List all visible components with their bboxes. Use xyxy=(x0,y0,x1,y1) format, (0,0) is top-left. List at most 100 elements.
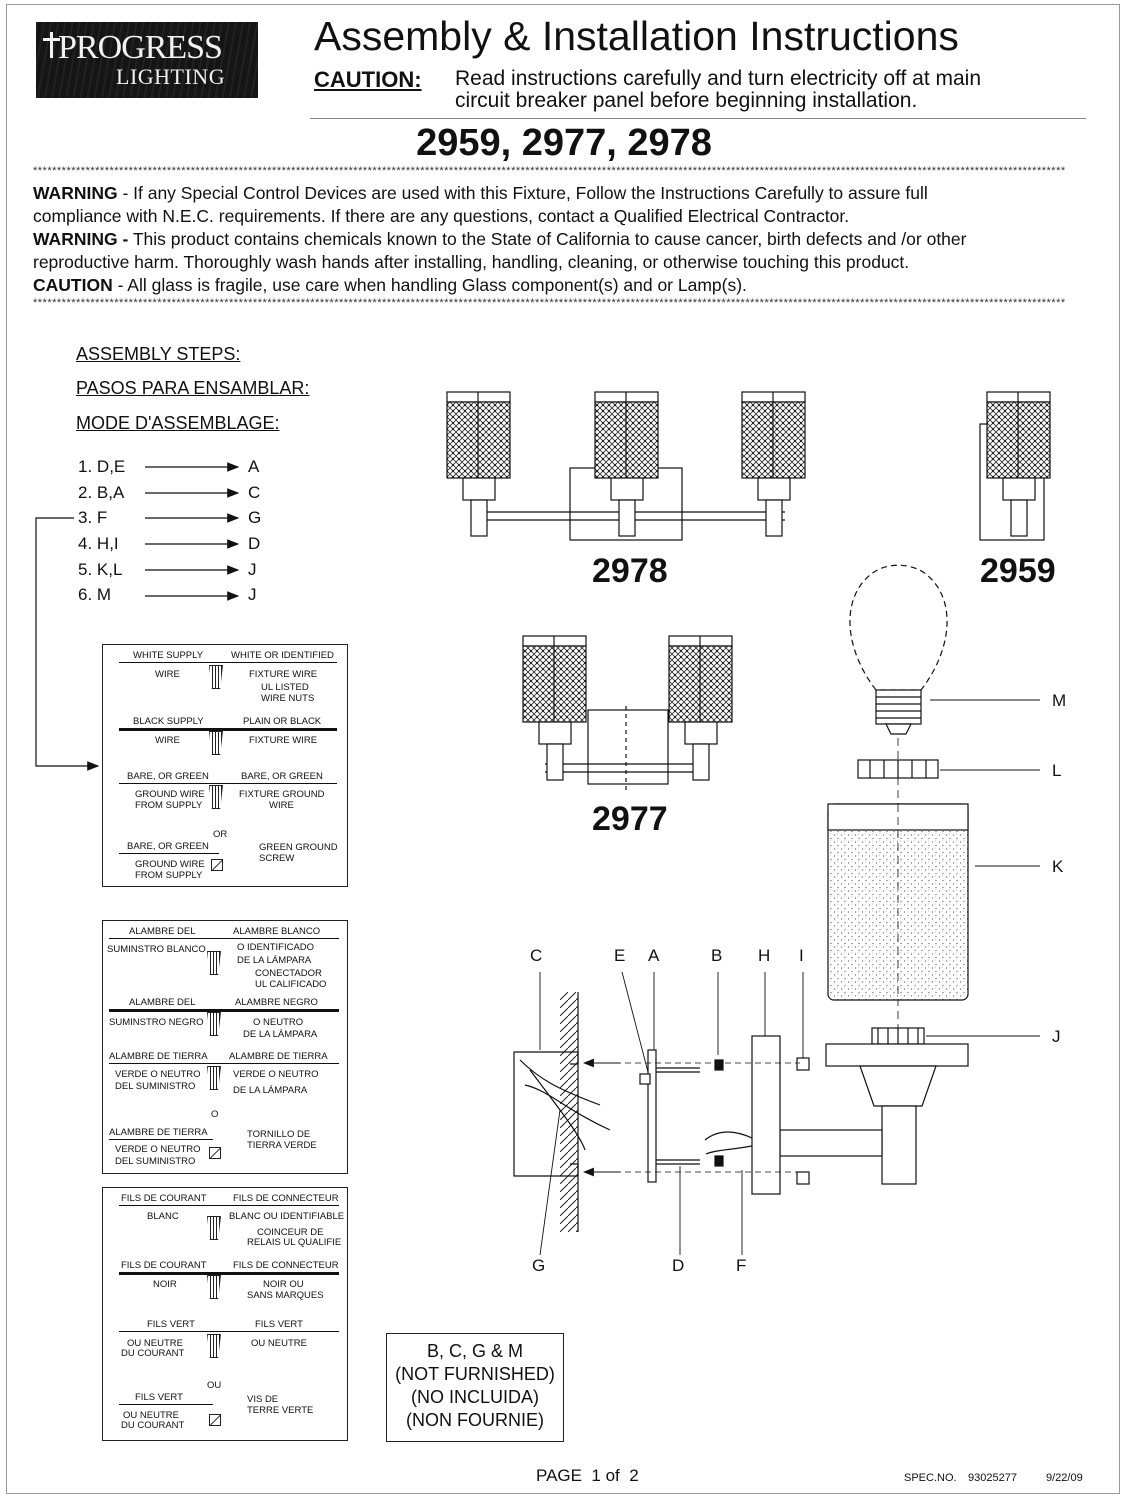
fixture-2959-drawing xyxy=(979,391,1051,541)
es-r1-left: ALAMBRE DEL xyxy=(129,926,196,937)
es-r4-left3: DEL SUMINISTRO xyxy=(115,1156,196,1167)
es-r1-left2: SUMINSTRO BLANCO xyxy=(107,944,206,955)
en-r4-right2: SCREW xyxy=(259,853,295,864)
fr-ground-screw-icon xyxy=(209,1414,221,1426)
part-f-label: F xyxy=(736,1256,747,1275)
page-number: PAGE 1 of 2 xyxy=(536,1466,639,1485)
en-r3-left3: FROM SUPPLY xyxy=(135,800,203,811)
es-nut-label-b: UL CALIFICADO xyxy=(255,979,327,990)
wiring-box-english: WHITE SUPPLY WHITE OR IDENTIFIED WIRE FI… xyxy=(102,644,348,887)
warning-2-label: WARNING - xyxy=(33,229,129,249)
caution-text: Read instructions carefully and turn ele… xyxy=(455,68,1075,112)
step-2-target: C xyxy=(248,483,261,502)
fr-r2-left2: NOIR xyxy=(153,1279,177,1290)
model-2978-label: 2978 xyxy=(592,552,668,590)
fixture-2977-drawing xyxy=(522,635,733,790)
part-k-label: K xyxy=(1052,857,1064,876)
wiring-box-french: FILS DE COURANT FILS DE CONNECTEUR BLANC… xyxy=(102,1187,348,1441)
model-2959-label: 2959 xyxy=(980,552,1056,590)
warning-1-text-a: - If any Special Control Devices are use… xyxy=(117,183,928,203)
warning-1-text-b: compliance with N.E.C. requirements. If … xyxy=(33,206,850,226)
fr-r3-left: FILS VERT xyxy=(147,1319,195,1330)
fr-ground-wire-2 xyxy=(119,1404,213,1405)
spec-number: 93025277 xyxy=(968,1472,1017,1484)
es-or: O xyxy=(211,1109,219,1120)
en-white-wire xyxy=(119,662,337,663)
warning-2-text-a: This product contains chemicals known to… xyxy=(128,229,967,249)
en-black-wire xyxy=(119,728,337,731)
fr-ground-wire xyxy=(119,1331,339,1332)
es-r4-left2: VERDE O NEUTRO xyxy=(115,1144,201,1155)
es-r3-left: ALAMBRE DE TIERRA xyxy=(109,1051,208,1062)
es-r4-left: ALAMBRE DE TIERRA xyxy=(109,1127,208,1138)
fr-or: OU xyxy=(207,1380,222,1391)
caution-label: CAUTION: xyxy=(314,67,422,92)
fr-black-wire xyxy=(119,1272,339,1275)
fr-r3-left3: DU COURANT xyxy=(121,1348,185,1359)
step-1: 1. D,E xyxy=(78,457,126,476)
es-r2-left2: SUMINSTRO NEGRO xyxy=(109,1017,204,1028)
es-r1-right: ALAMBRE BLANCO xyxy=(233,926,321,937)
en-r3-left2: GROUND WIRE xyxy=(135,789,205,800)
caution-text-line-1: Read instructions carefully and turn ele… xyxy=(455,67,982,90)
part-b-label: B xyxy=(711,946,723,965)
part-e-label: E xyxy=(614,946,626,965)
warning-1: WARNING - If any Special Control Devices… xyxy=(33,182,928,228)
header-divider xyxy=(310,118,1086,119)
model-2977-label: 2977 xyxy=(592,800,668,838)
glass-caution-text: - All glass is fragile, use care when ha… xyxy=(112,275,747,295)
fr-r1-left: FILS DE COURANT xyxy=(121,1193,207,1204)
wiring-box-spanish: ALAMBRE DEL ALAMBRE BLANCO SUMINSTRO BLA… xyxy=(102,920,348,1174)
page-title: Assembly & Installation Instructions xyxy=(314,13,959,59)
fr-nut-label-b: RELAIS UL QUALIFIE xyxy=(247,1237,342,1248)
es-r3-right2: VERDE O NEUTRO xyxy=(233,1069,319,1080)
logo-line-1: PROGRESS xyxy=(58,29,223,66)
en-r2-left: BLACK SUPPLY xyxy=(133,716,204,727)
es-r1-right3: DE LA LÁMPARA xyxy=(237,955,312,966)
glass-caution-label: CAUTION xyxy=(33,275,113,295)
fr-r2-right2: NOIR OU xyxy=(263,1279,304,1290)
fr-r4-left3: DU COURANT xyxy=(121,1420,185,1431)
fr-r4-right: VIS DE xyxy=(247,1394,279,1405)
en-r3-right2: FIXTURE GROUND xyxy=(239,789,325,800)
step-arrows xyxy=(35,462,240,771)
not-furnished-box: B, C, G & M (NOT FURNISHED) (NO INCLUIDA… xyxy=(386,1333,564,1442)
star-divider-bottom: ****************************************… xyxy=(33,298,1066,308)
fr-r1-left2: BLANC xyxy=(147,1211,179,1222)
fr-r2-left: FILS DE COURANT xyxy=(121,1260,207,1271)
en-r4-left3: FROM SUPPLY xyxy=(135,870,203,881)
en-r2-right: PLAIN OR BLACK xyxy=(243,716,322,727)
en-ground-screw-icon xyxy=(211,859,223,871)
en-r1-left: WHITE SUPPLY xyxy=(133,650,204,661)
part-m-label: M xyxy=(1052,691,1067,710)
step-6: 6. M xyxy=(78,585,112,604)
en-r2-right2: FIXTURE WIRE xyxy=(249,735,318,746)
warning-2: WARNING - This product contains chemical… xyxy=(33,228,966,274)
step-4-target: D xyxy=(248,534,261,553)
en-r3-right: BARE, OR GREEN xyxy=(241,771,323,782)
warning-1-label: WARNING xyxy=(33,183,118,203)
glass-caution: CAUTION - All glass is fragile, use care… xyxy=(33,274,747,297)
es-ground-wire xyxy=(109,1063,339,1064)
en-or: OR xyxy=(213,829,228,840)
step-6-target: J xyxy=(248,585,257,604)
en-nut-label-a: UL LISTED xyxy=(261,682,309,693)
step-3-target: G xyxy=(248,508,262,527)
progress-lighting-logo: PROGRESS LIGHTING xyxy=(36,22,258,98)
en-r4-right: GREEN GROUND xyxy=(259,842,338,853)
fr-nut-label-a: COINCEUR DE xyxy=(257,1227,324,1238)
fr-r1-right: FILS DE CONNECTEUR xyxy=(233,1193,339,1204)
not-furnished-parts: B, C, G & M xyxy=(426,1341,523,1361)
es-r4-right2: TIERRA VERDE xyxy=(247,1140,317,1151)
logo-line-2: LIGHTING xyxy=(116,64,226,89)
step-1-target: A xyxy=(248,457,260,476)
star-divider-top: ****************************************… xyxy=(33,166,1066,176)
es-r2-right2: O NEUTRO xyxy=(253,1017,304,1028)
fr-r2-right: FILS DE CONNECTEUR xyxy=(233,1260,339,1271)
es-r3-right: ALAMBRE DE TIERRA xyxy=(229,1051,328,1062)
en-r4-left2: GROUND WIRE xyxy=(135,859,205,870)
en-ground-wire-2 xyxy=(119,853,219,854)
en-r3-right3: WIRE xyxy=(269,800,294,811)
en-nut-label-b: WIRE NUTS xyxy=(261,693,315,704)
